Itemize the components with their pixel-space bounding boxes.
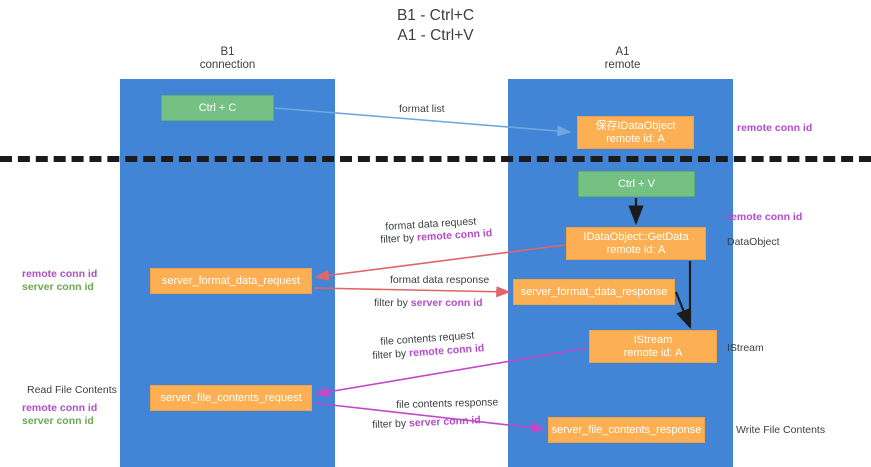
- node-idataobject[interactable]: 保存IDataObject remote id: A: [577, 116, 694, 149]
- node-server-format-data-response-label: server_format_data_response: [520, 285, 668, 298]
- side-label-istream: IStream: [727, 342, 764, 354]
- side-label-left-remote-conn-id-mid: remote conn id: [22, 268, 98, 280]
- column-header-b1: B1 connection: [150, 46, 305, 72]
- filter-prefix-2: filter by: [374, 297, 411, 309]
- node-ctrl-v[interactable]: Ctrl + V: [578, 171, 695, 197]
- node-ctrl-c-label: Ctrl + C: [198, 101, 237, 114]
- edge-label-format-list: format list: [399, 103, 445, 115]
- edge-label-file-contents-response-filter: filter by server conn id: [372, 414, 481, 432]
- node-server-format-data-request-label: server_format_data_request: [161, 274, 301, 287]
- edge-label-file-contents-response: file contents response: [396, 396, 499, 411]
- node-server-file-contents-request-label: server_file_contents_request: [160, 391, 302, 404]
- node-istream-sublabel: remote id: A: [623, 346, 683, 359]
- node-getdata-sublabel: remote id: A: [606, 243, 666, 256]
- node-istream-label: IStream: [633, 333, 673, 346]
- filter-prefix-1: filter by: [380, 231, 418, 246]
- side-label-left-server-conn-id-bot: server conn id: [22, 415, 94, 427]
- node-server-format-data-response[interactable]: server_format_data_response: [513, 279, 675, 305]
- node-getdata-label: IDataObject::GetData: [583, 230, 689, 243]
- node-getdata[interactable]: IDataObject::GetData remote id: A: [566, 227, 706, 260]
- node-ctrl-c[interactable]: Ctrl + C: [161, 95, 274, 121]
- column-header-b1-line1: B1: [220, 46, 235, 58]
- node-istream[interactable]: IStream remote id: A: [589, 330, 717, 363]
- side-label-remote-conn-id-top: remote conn id: [737, 122, 813, 134]
- filter-key-server-conn-id-1: server conn id: [410, 297, 483, 309]
- column-header-a1: A1 remote: [545, 46, 700, 72]
- side-label-remote-conn-id-mid: remote conn id: [727, 211, 803, 223]
- side-label-left-remote-conn-id-bot: remote conn id: [22, 402, 98, 414]
- edge-label-format-data-response: format data response: [390, 274, 490, 286]
- node-server-format-data-request[interactable]: server_format_data_request: [150, 268, 312, 294]
- diagram-title: B1 - Ctrl+C A1 - Ctrl+V: [0, 6, 871, 46]
- side-label-left-server-conn-id-mid: server conn id: [22, 281, 94, 293]
- title-line-1: B1 - Ctrl+C: [396, 7, 475, 24]
- title-line-2: A1 - Ctrl+V: [397, 27, 474, 44]
- node-server-file-contents-response-label: server_file_contents_response: [551, 423, 702, 436]
- column-header-a1-line1: A1: [615, 46, 630, 58]
- column-header-b1-line2: connection: [199, 59, 256, 71]
- column-header-a1-line2: remote: [604, 59, 641, 71]
- filter-prefix-3: filter by: [372, 347, 410, 362]
- side-label-read-file-contents: Read File Contents: [27, 384, 117, 396]
- arrow-format-data-response: [313, 286, 511, 298]
- filter-prefix-4: filter by: [372, 417, 410, 431]
- section-divider: [0, 156, 871, 162]
- node-idataobject-sublabel: remote id: A: [606, 132, 665, 145]
- node-server-file-contents-response[interactable]: server_file_contents_response: [548, 417, 705, 443]
- edge-label-format-data-response-filter: filter by server conn id: [374, 297, 483, 310]
- node-idataobject-label: 保存IDataObject: [595, 119, 676, 132]
- node-ctrl-v-label: Ctrl + V: [618, 177, 655, 190]
- filter-key-server-conn-id-2: server conn id: [408, 414, 481, 430]
- side-label-dataobject: DataObject: [727, 236, 780, 248]
- node-server-file-contents-request[interactable]: server_file_contents_request: [150, 385, 312, 411]
- side-label-write-file-contents: Write File Contents: [736, 424, 826, 436]
